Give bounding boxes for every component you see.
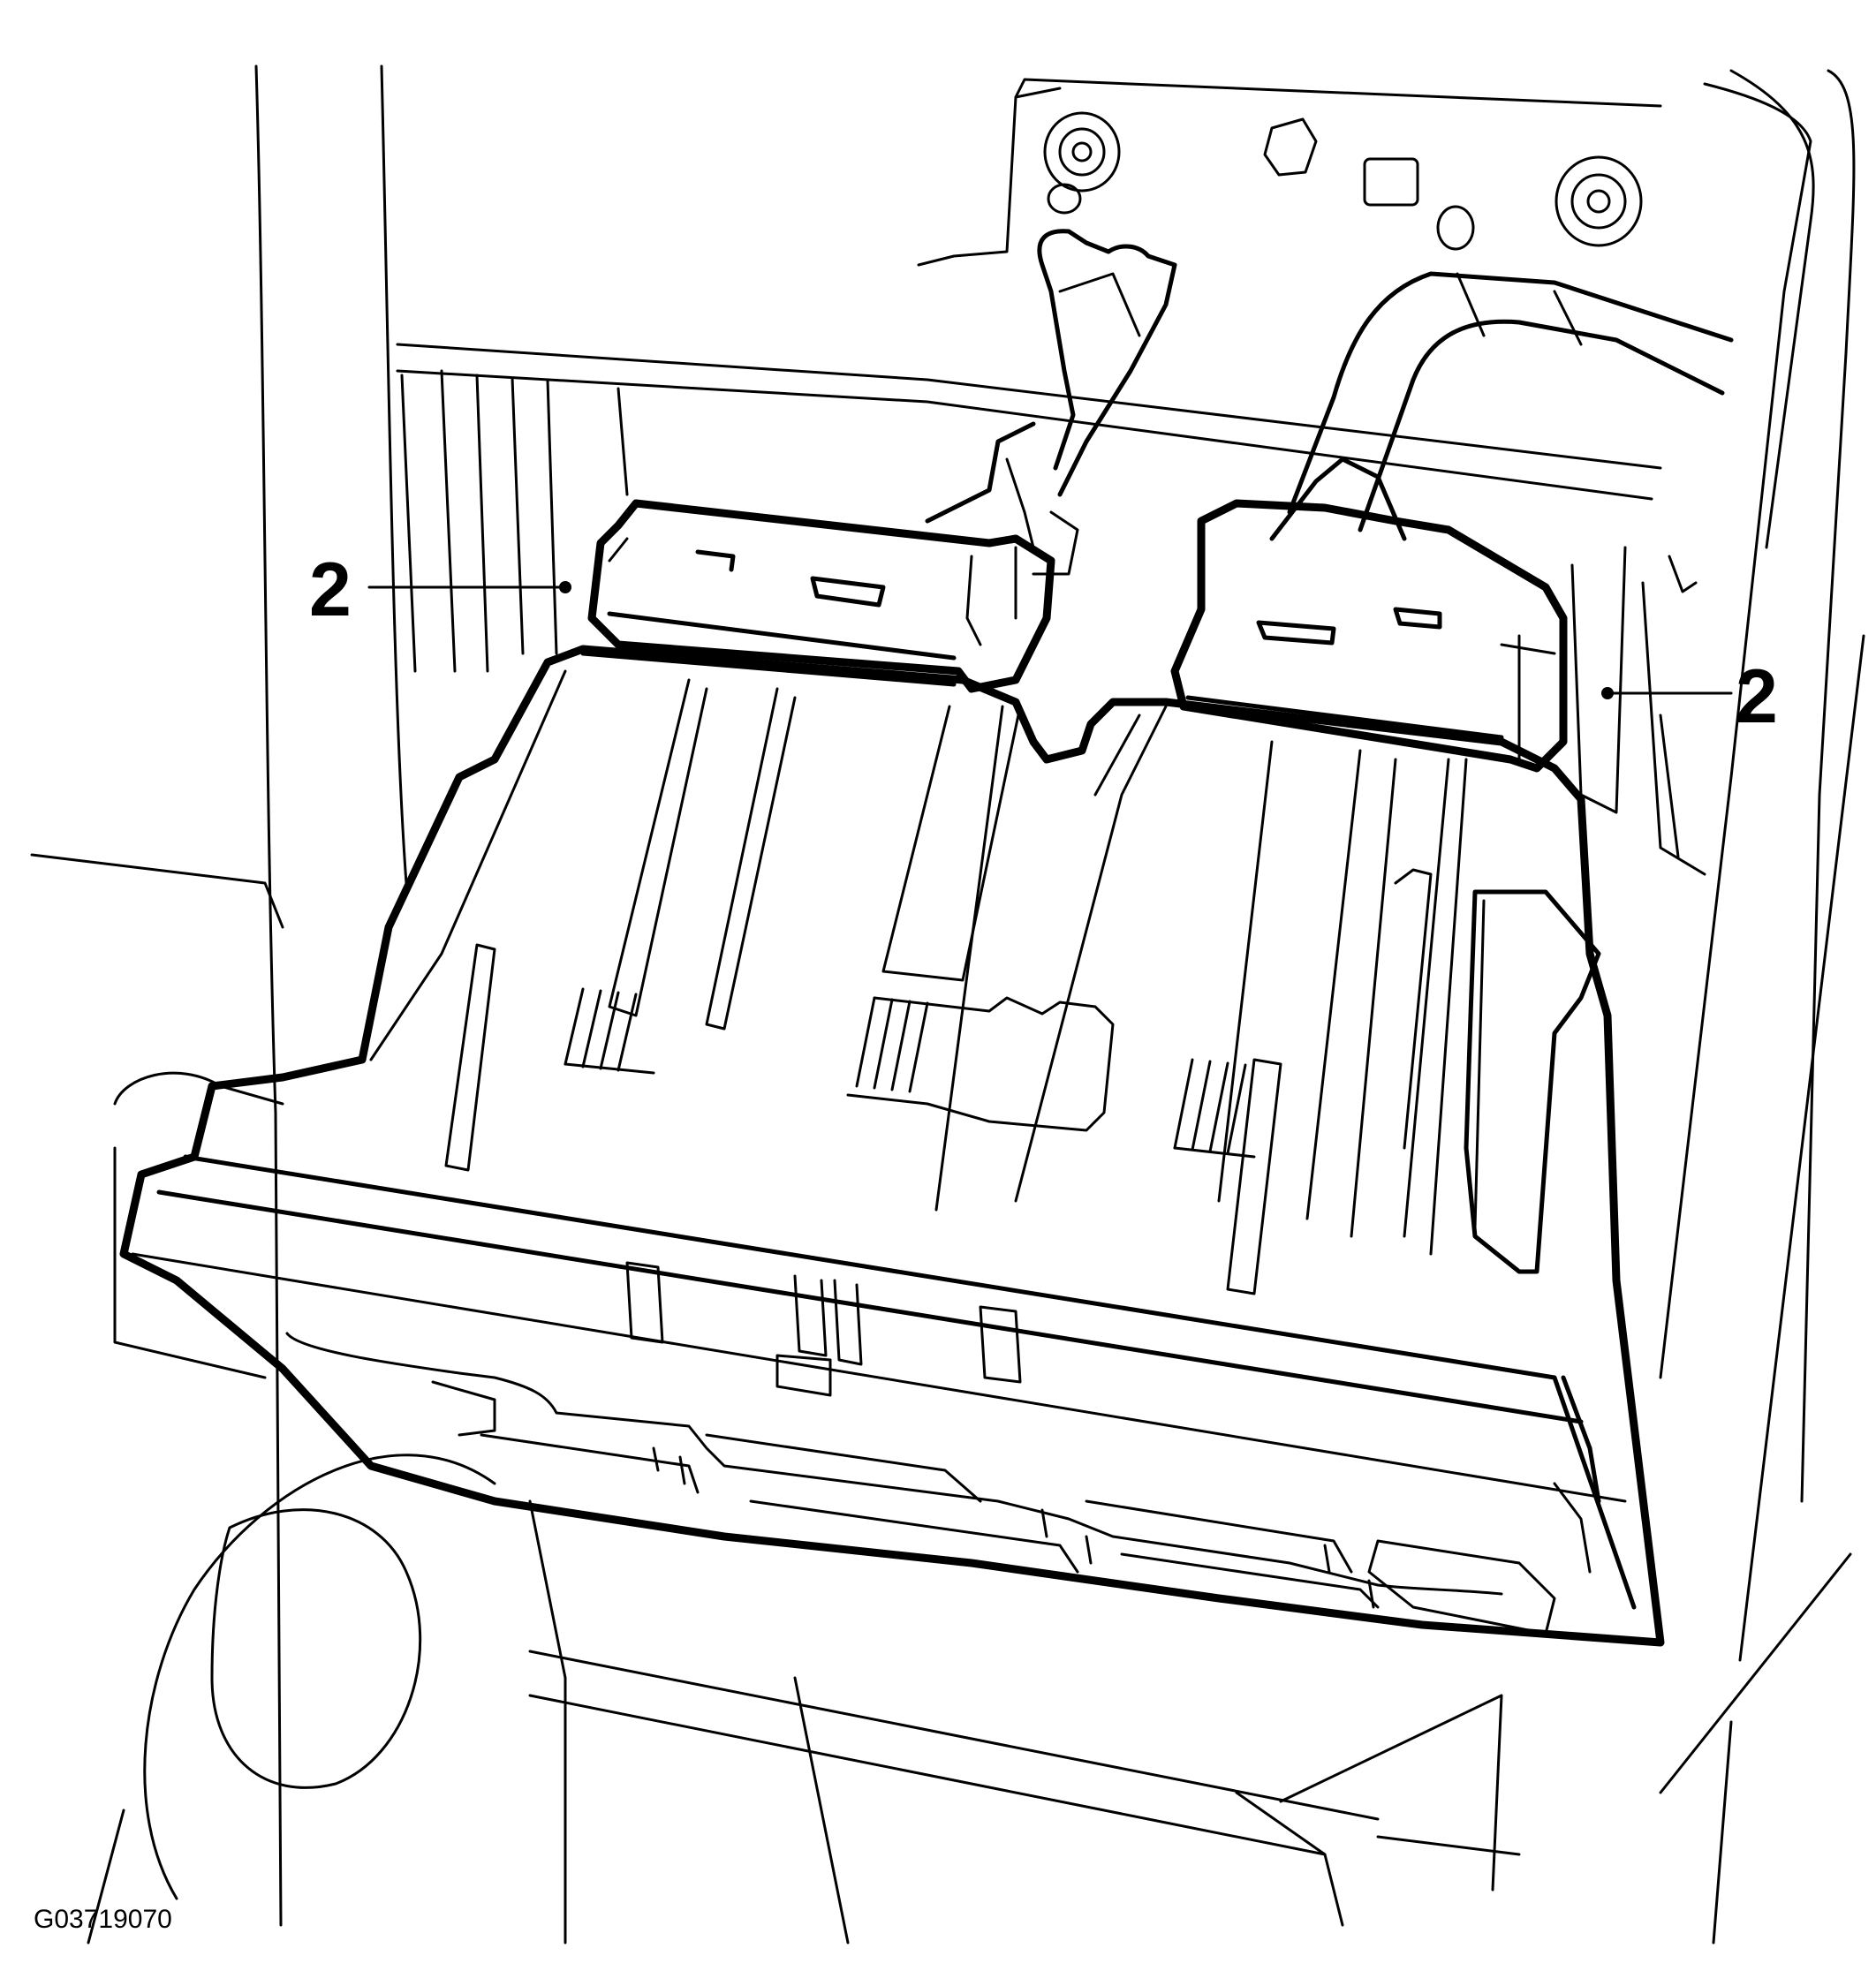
button-bank	[285, 1332, 1592, 1635]
callout-label-left: 2	[309, 547, 352, 632]
front-fascia	[131, 1154, 1637, 1610]
wiring-harness-left	[925, 229, 1177, 576]
leader-dot-left	[559, 581, 571, 593]
mounting-studs	[1043, 111, 1643, 251]
leader-lines	[367, 581, 1733, 699]
wiring-harness-right	[1269, 271, 1734, 541]
stud-left	[1043, 111, 1121, 193]
callout-label-right: 2	[1736, 654, 1778, 739]
plate-hole-3	[1436, 205, 1475, 251]
vent-ribs-right	[1173, 1058, 1256, 1159]
plate-hole-1	[1263, 117, 1318, 177]
control-module-housing	[119, 645, 1665, 1647]
plate-hole-2	[1363, 157, 1419, 207]
connector-left	[587, 499, 1055, 693]
background-panels	[30, 64, 1865, 1944]
vent-ribs-center	[846, 996, 1115, 1132]
connector-right	[1170, 499, 1568, 773]
stud-right	[1555, 155, 1643, 247]
leader-dot-right	[1601, 687, 1614, 699]
vent-ribs-left	[564, 987, 655, 1075]
figure-id: G03719070	[34, 1905, 172, 1934]
